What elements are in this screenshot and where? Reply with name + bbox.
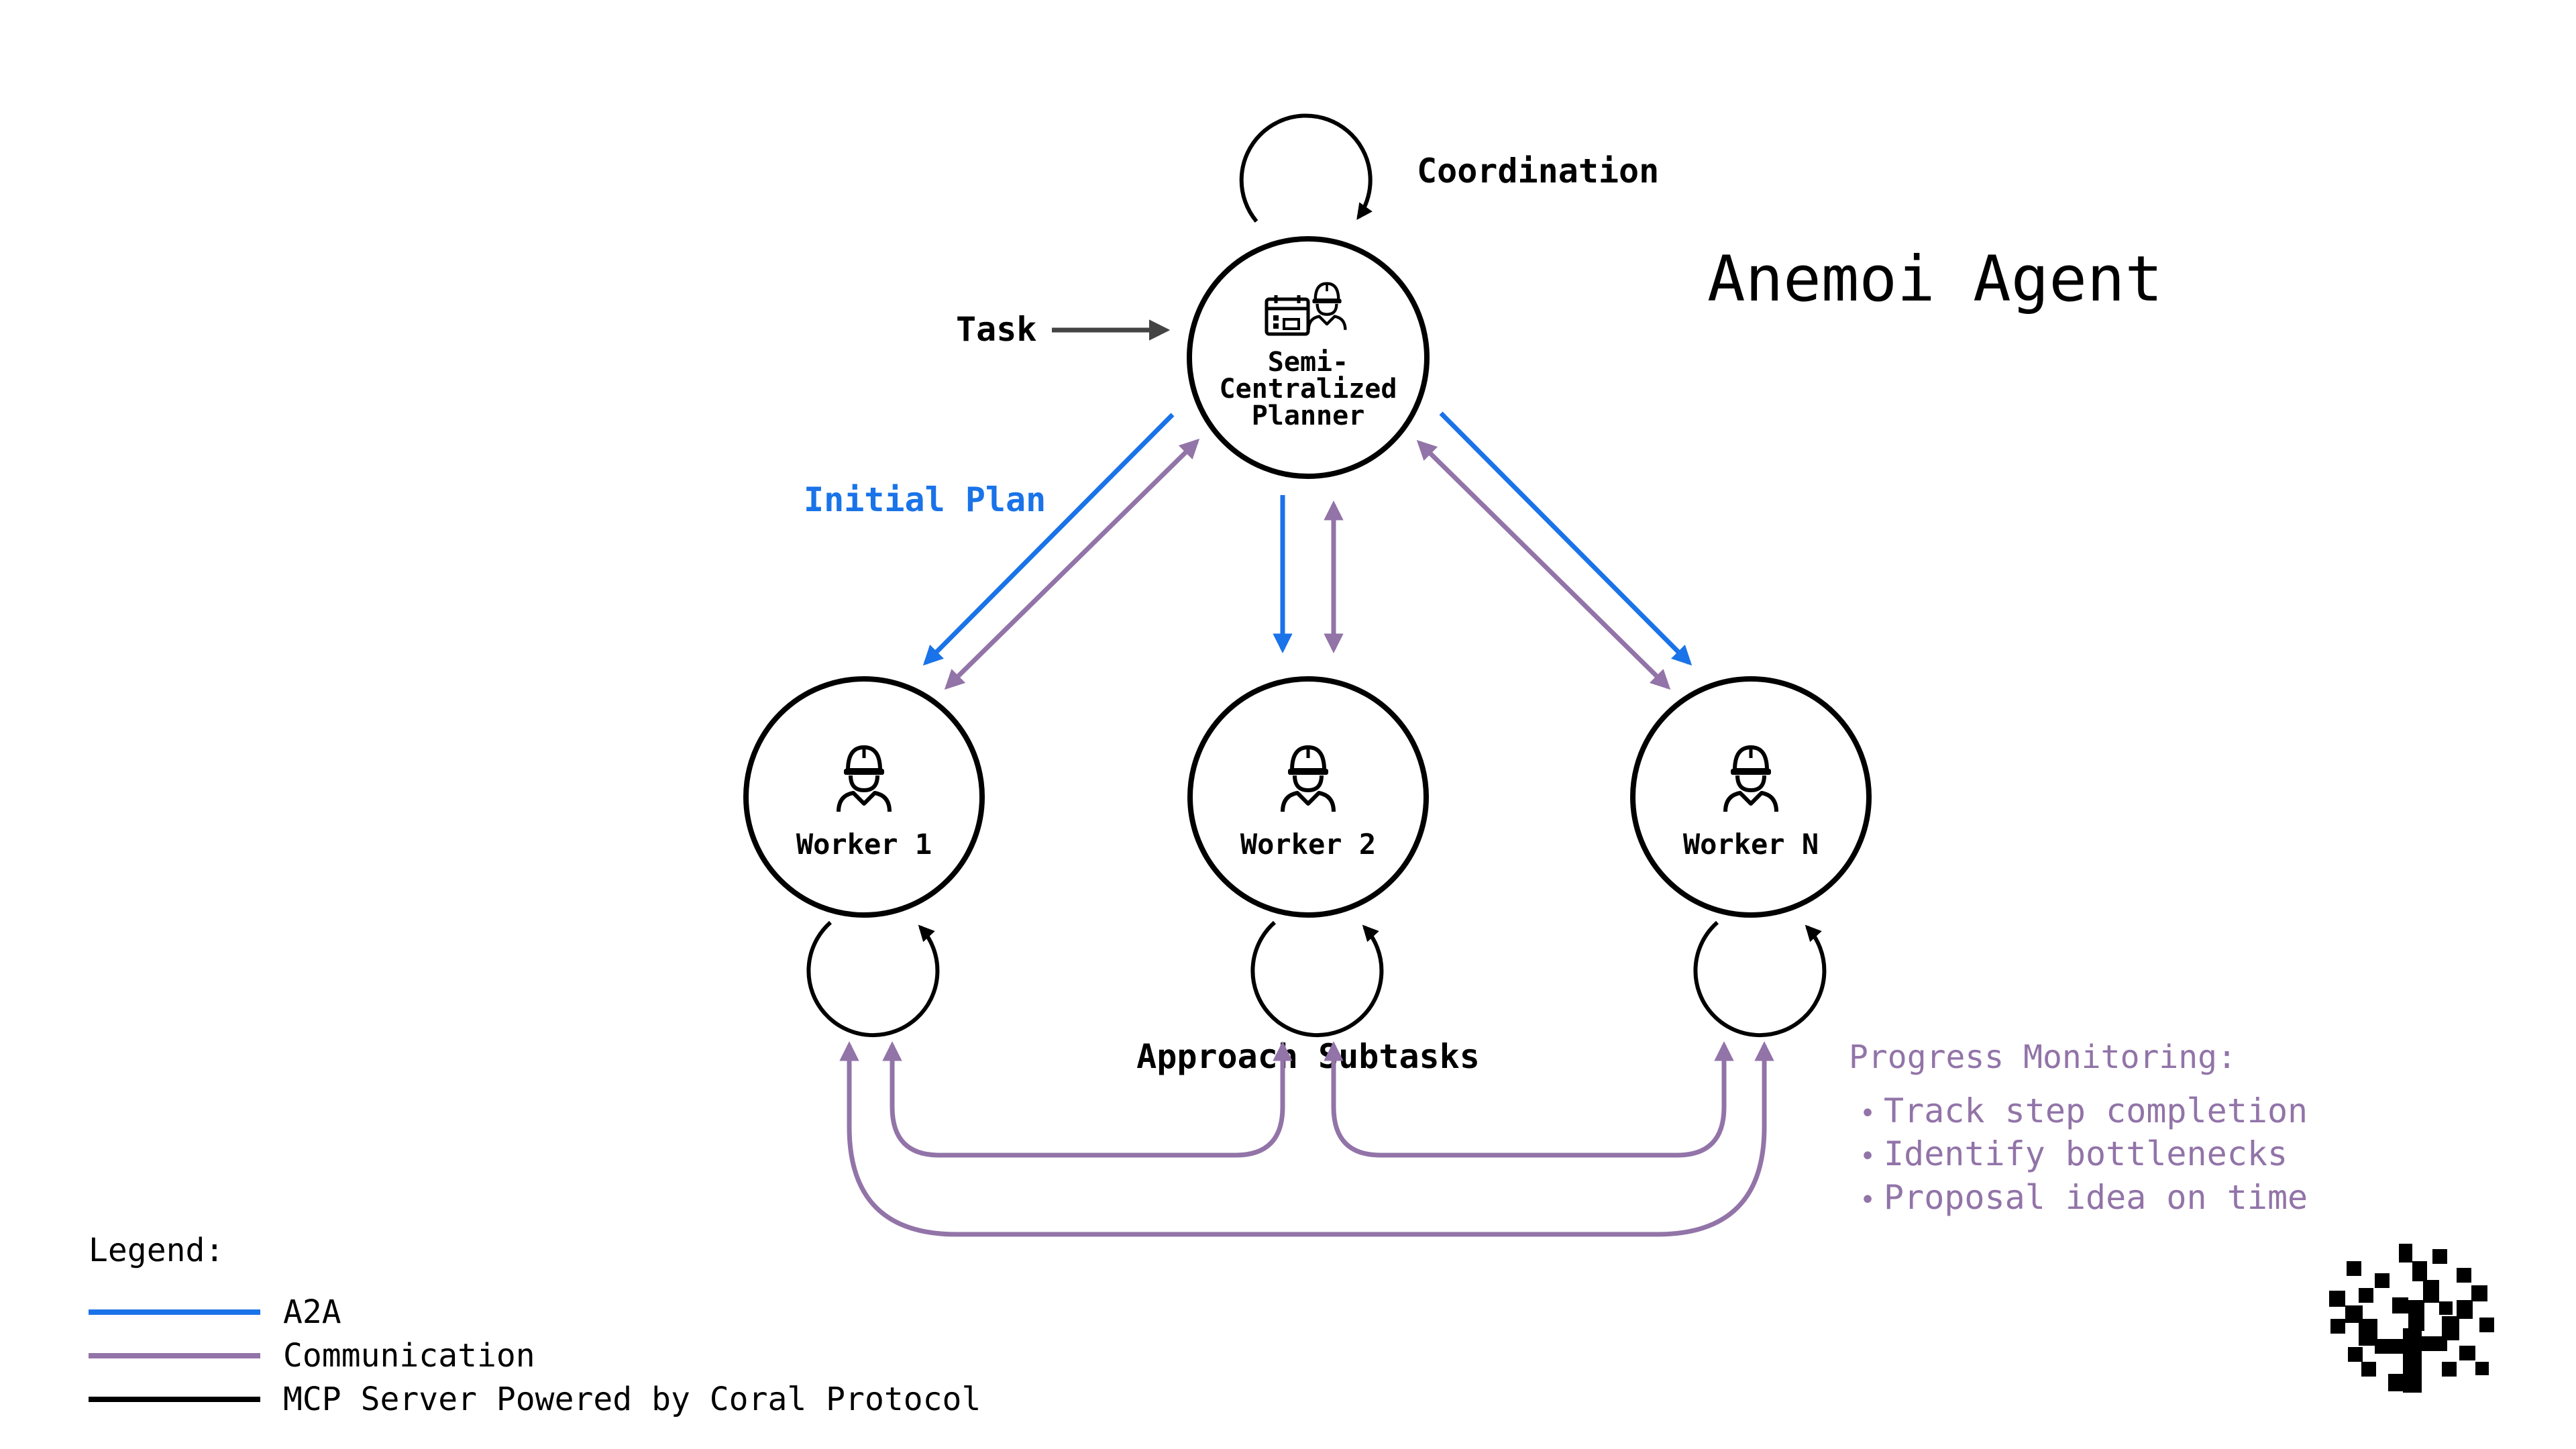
communication-arrow-planner-worker1 — [944, 438, 1200, 690]
legend-label-a2a: A2A — [283, 1293, 341, 1331]
progress-bullet: • — [1860, 1098, 1876, 1129]
a2a-arrow-planner-to-workerN — [1439, 411, 1693, 666]
planner-calendar-worker-icon — [1265, 284, 1345, 336]
worker-n-loop-arrow — [1693, 920, 1827, 1038]
worker-2-label: Worker 2 — [1240, 828, 1376, 861]
progress-item-1: Track step completion — [1884, 1091, 2308, 1130]
worker-1-label: Worker 1 — [796, 828, 932, 861]
approach-subtasks-label: Approach Subtasks — [1136, 1037, 1480, 1076]
worker-2-loop-arrow — [1250, 920, 1384, 1038]
progress-monitoring-panel: Progress Monitoring: • Track step comple… — [1849, 1038, 2308, 1217]
coordination-loop-arrow — [1239, 113, 1373, 223]
progress-monitoring-title: Progress Monitoring: — [1849, 1038, 2237, 1076]
legend-label-mcp: MCP Server Powered by Coral Protocol — [283, 1381, 981, 1418]
worker-node-1: Worker 1 — [743, 676, 985, 918]
worker-node-2: Worker 2 — [1187, 676, 1429, 918]
planner-label-line-2: Centralized — [1220, 374, 1397, 405]
planner-label-line-3: Planner — [1252, 400, 1365, 431]
planner-node: Semi- Centralized Planner — [1187, 236, 1430, 479]
progress-bullet: • — [1860, 1141, 1876, 1172]
progress-item-2: Identify bottlenecks — [1884, 1134, 2288, 1173]
communication-arrow-worker1-worker2 — [882, 1041, 1293, 1158]
communication-arrow-worker1-workerN — [839, 1041, 1774, 1237]
a2a-arrow-planner-to-worker1 — [922, 413, 1175, 666]
worker-node-n: Worker N — [1630, 676, 1872, 918]
initial-plan-label: Initial Plan — [804, 480, 1046, 519]
planner-label-line-1: Semi- — [1268, 347, 1348, 378]
legend-title: Legend: — [89, 1232, 224, 1269]
communication-arrow-planner-workerN — [1416, 439, 1671, 690]
task-label: Task — [956, 310, 1036, 349]
legend-label-communication: Communication — [283, 1337, 535, 1375]
diagram-title: Anemoi Agent — [1707, 243, 2163, 316]
coordination-label: Coordination — [1417, 152, 1659, 191]
progress-item-3: Proposal idea on time — [1884, 1178, 2308, 1217]
worker-1-loop-arrow — [806, 920, 940, 1038]
communication-arrow-worker2-workerN — [1324, 1041, 1734, 1158]
coral-protocol-logo-icon — [2329, 1244, 2494, 1393]
legend: Legend: A2A Communication MCP Server Pow… — [89, 1232, 981, 1418]
progress-bullet: • — [1860, 1185, 1876, 1216]
worker-n-label: Worker N — [1683, 828, 1819, 861]
